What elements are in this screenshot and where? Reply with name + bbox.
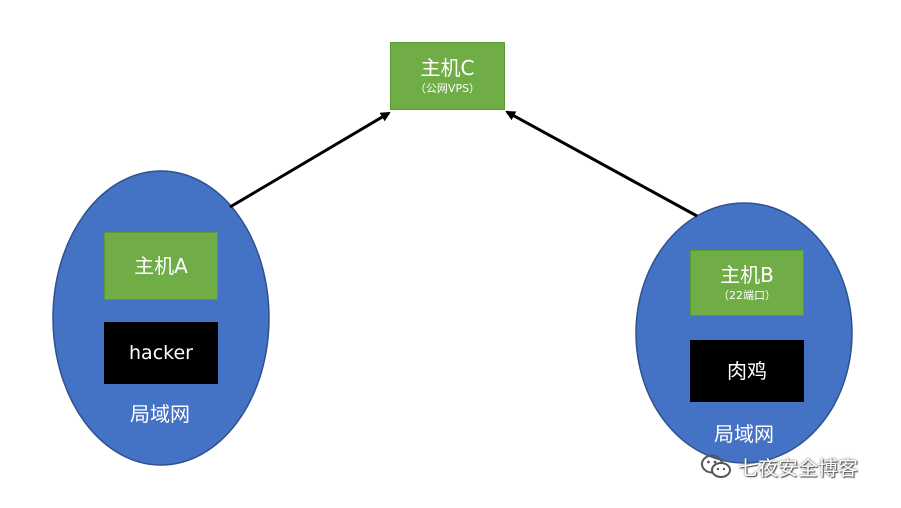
host-b-title: 主机B: [720, 263, 774, 287]
zombie-label: 肉鸡: [727, 359, 767, 383]
arrow-a-to-c: [229, 111, 391, 209]
hacker-label: hacker: [129, 342, 193, 364]
lan-a-label: 局域网: [130, 402, 190, 426]
hacker-box: hacker: [104, 322, 218, 384]
watermark: 七夜安全博客: [700, 452, 858, 481]
host-c-box: 主机C （公网VPS）: [390, 42, 505, 110]
host-b-box: 主机B （22端口）: [690, 250, 804, 316]
host-b-subtitle: （22端口）: [718, 289, 776, 302]
arrow-b-to-c: [505, 110, 698, 218]
host-c-subtitle: （公网VPS）: [414, 82, 481, 95]
host-c-title: 主机C: [420, 56, 475, 80]
wechat-icon: [701, 454, 731, 478]
lan-b-label: 局域网: [714, 422, 774, 446]
host-a-box: 主机A: [104, 232, 218, 300]
watermark-text: 七夜安全博客: [738, 456, 858, 480]
host-a-title: 主机A: [134, 254, 188, 278]
zombie-box: 肉鸡: [690, 340, 804, 402]
